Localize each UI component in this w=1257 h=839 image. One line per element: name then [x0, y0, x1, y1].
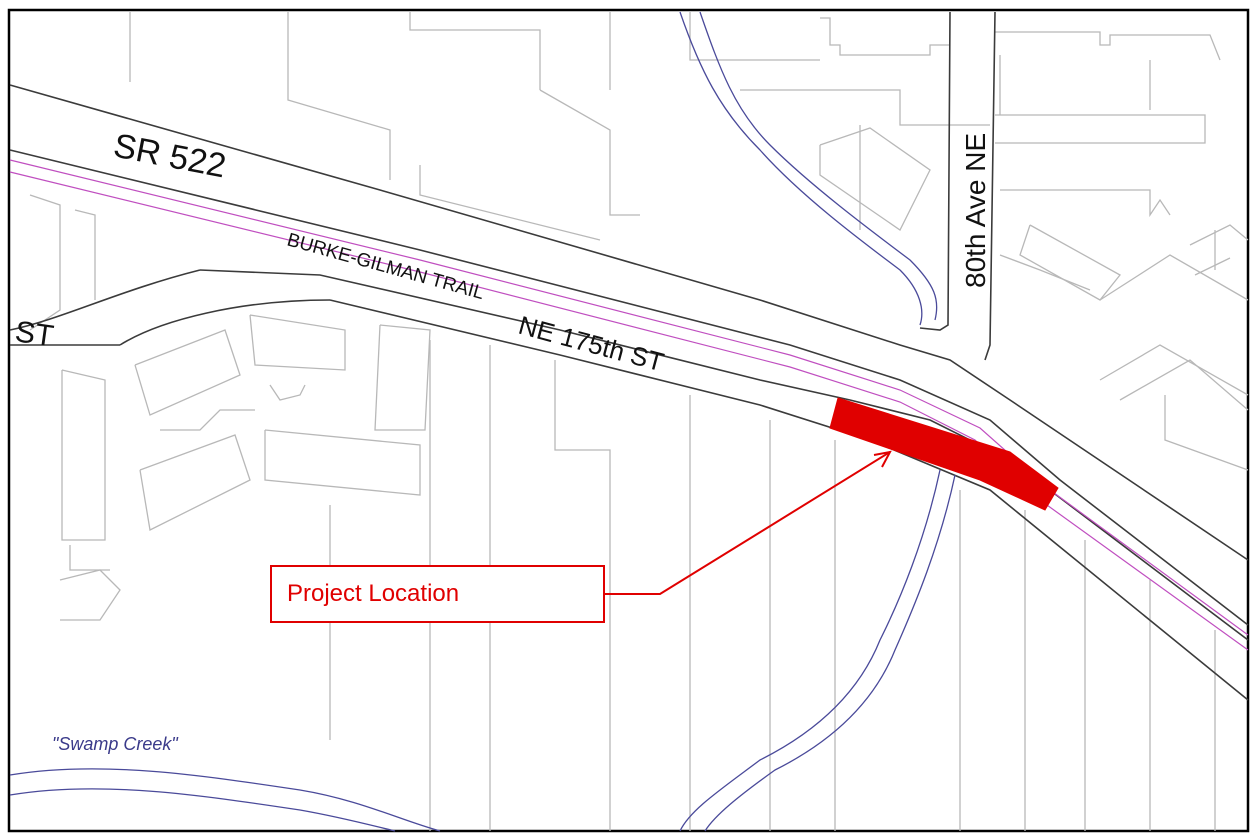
st-fragment-label: ST — [13, 315, 56, 353]
callout-arrowhead — [873, 450, 892, 468]
ave80-label: 80th Ave NE — [960, 133, 991, 288]
st-curve-south — [119, 299, 331, 346]
callout-leader-line — [603, 451, 891, 595]
ave80-west-edge — [919, 11, 951, 331]
parcel-lines — [29, 12, 1249, 831]
st-curve-north — [9, 269, 201, 331]
callout-text: Project Location — [287, 580, 459, 607]
project-location-highlight — [829, 397, 1059, 511]
swamp-creek-label: "Swamp Creek" — [52, 734, 179, 754]
map-frame — [7, 8, 1250, 833]
ne175-south-edge — [329, 299, 1249, 701]
callout-box — [270, 565, 605, 623]
creek-lines — [9, 11, 956, 832]
sr522-upper-edge — [9, 84, 1249, 561]
sr522-lower-edge — [9, 149, 1249, 626]
ave80-east-edge — [984, 11, 996, 361]
